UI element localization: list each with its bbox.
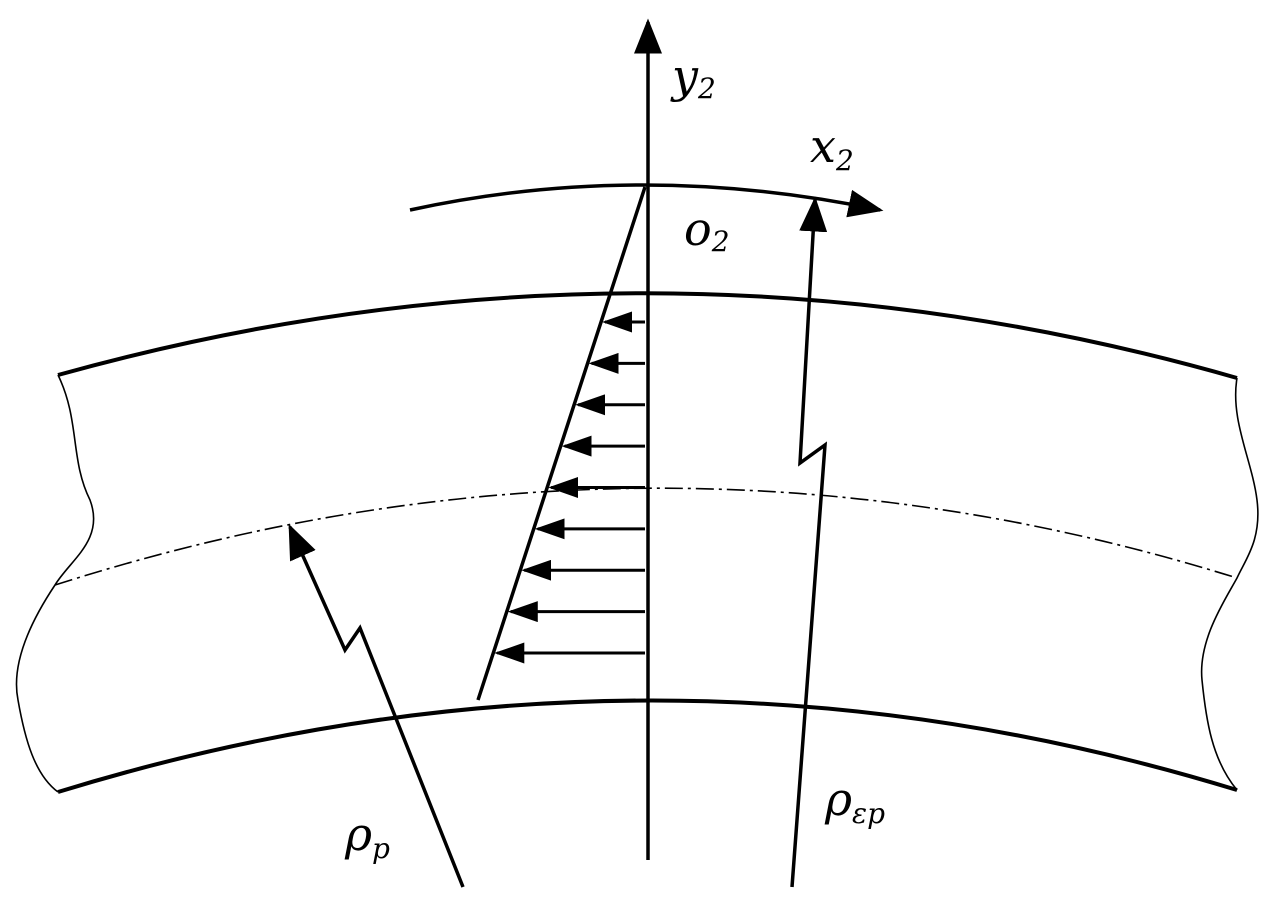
origin-label-main: o [684, 202, 712, 256]
rho-p-label-sub: p [372, 832, 390, 865]
rho-p-radius-arrow [288, 523, 465, 888]
y2-label-main: y [670, 49, 699, 103]
stress-envelope-line [476, 186, 647, 701]
beam-left-break [15, 374, 95, 793]
x2-label-sub: 2 [835, 144, 854, 177]
origin-label: o2 [684, 202, 730, 258]
stress-arrows-group [494, 311, 645, 664]
x2-label-main: x [810, 119, 836, 173]
rho-ep-label: ρεp [824, 772, 885, 830]
y2-label-sub: 2 [697, 72, 716, 105]
origin-label-sub: 2 [711, 225, 730, 258]
x2-label: x2 [810, 119, 854, 177]
rho-p-label: ρp [344, 807, 390, 865]
rho-p-label-main: ρ [344, 807, 372, 861]
beam-right-break [1200, 377, 1259, 791]
rho-ep-radius-arrow [790, 196, 828, 888]
y2-label: y2 [670, 49, 716, 105]
neutral-axis-dashdot [54, 487, 1238, 586]
rho-ep-label-sub: εp [852, 797, 885, 830]
rho-ep-label-main: ρ [824, 772, 852, 826]
